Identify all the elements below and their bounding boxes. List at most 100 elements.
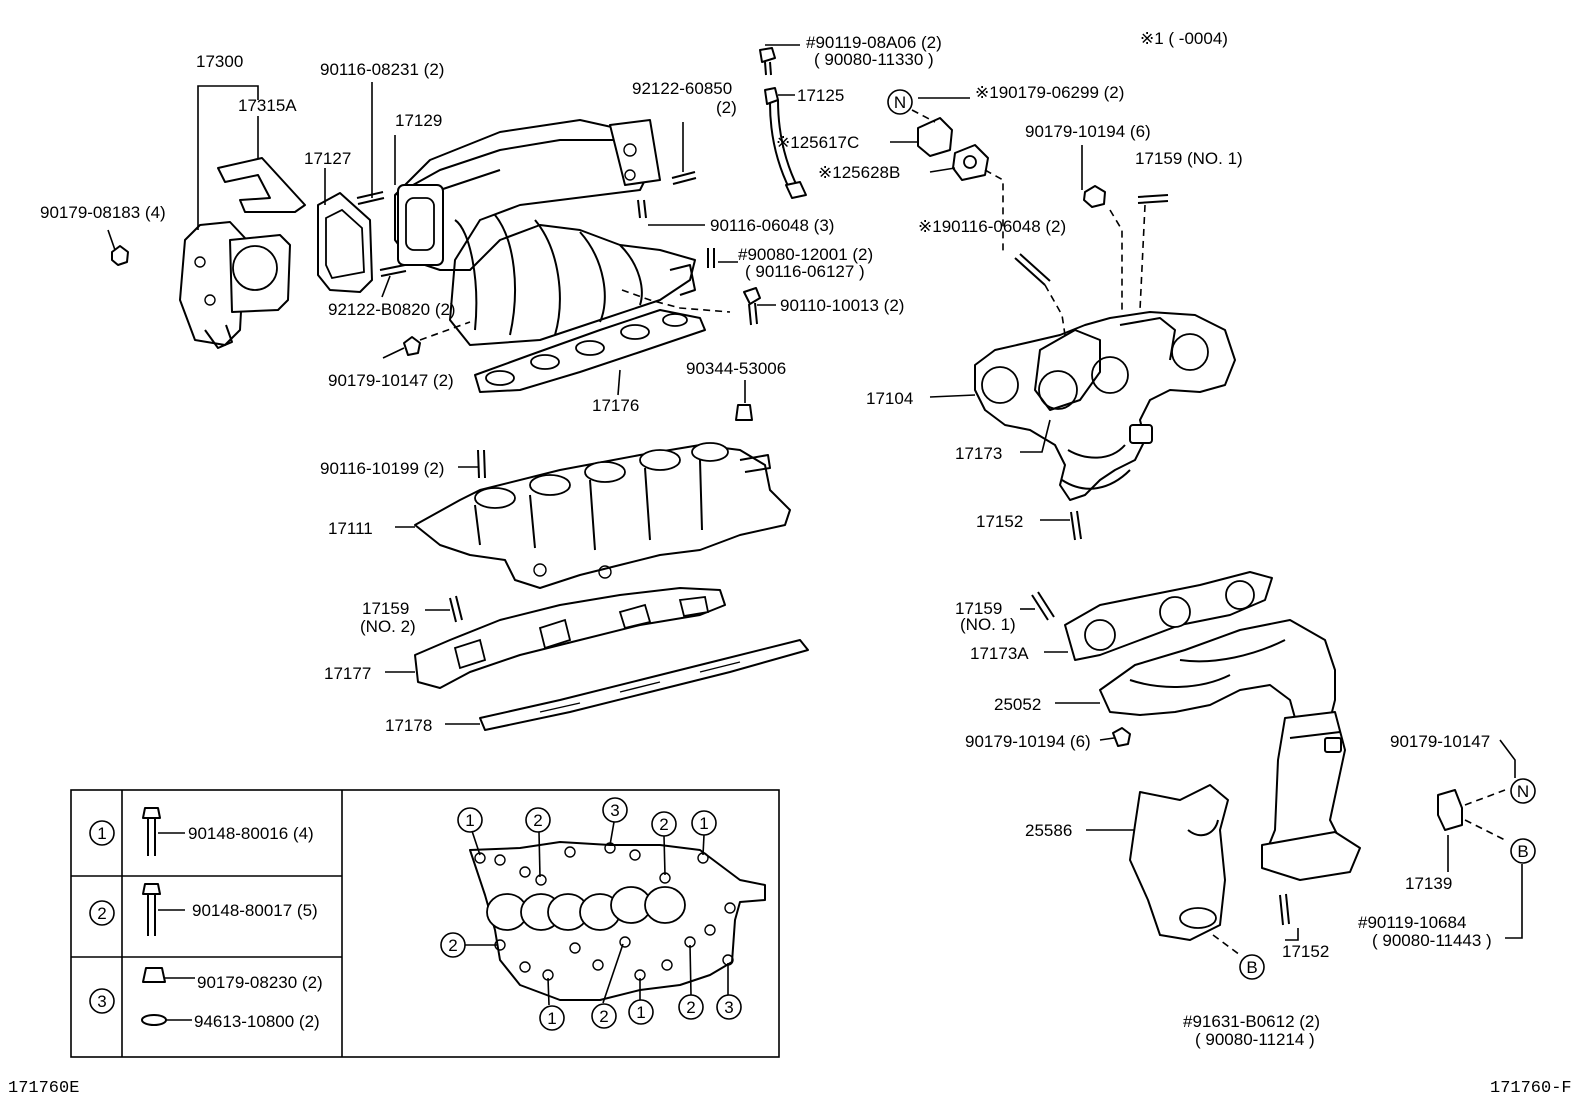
label-17152-b: 17152 [1282,942,1329,961]
gasket-125617c [917,117,953,157]
stud-17159-no1-b [1031,591,1055,621]
stud-17159-no1-top [1137,194,1169,204]
bolt-callout-3b: 3 [724,998,733,1017]
bolt-callout-2a: 2 [533,811,542,830]
stud-17152-top [1070,510,1082,541]
stud-90116-08231 [356,191,385,205]
label-17111: 17111 [328,519,373,538]
throttle-body-17300 [179,221,291,349]
bolt-90080-12001 [707,248,715,268]
gasket-17173a [1064,571,1273,661]
fastener-legend-table: 1 90148-80016 (4) 2 90148-80017 (5) 3 90… [70,789,780,1058]
bolt-callout-3a: 3 [610,801,619,820]
label-17159-no2: 17159 [362,599,409,618]
ref-b-right: B [1517,842,1528,861]
label-90080-11214: ( 90080-11214 ) [1195,1030,1315,1049]
egr-pipe-17125 [764,87,807,199]
bolt-callout-1c: 1 [547,1009,556,1028]
figure-code-left: 171760E [8,1079,79,1098]
stud-17159-no2 [449,595,463,623]
heat-insulator-25586 [1129,784,1229,941]
gasket-17176 [474,309,706,393]
bolt-90119-08a06 [759,47,776,76]
stud-92122-60850 [671,171,697,185]
legend-key-3: 3 [97,992,106,1011]
legend-key-1: 1 [97,824,106,843]
label-17176: 17176 [592,396,639,415]
label-17300: 17300 [196,52,243,71]
label-17173a: 17173A [970,644,1029,663]
figure-code-right: 171760-F [1490,1079,1572,1098]
label-17129: 17129 [395,111,442,130]
label-17159-no1-top: 17159 (NO. 1) [1135,149,1243,168]
label-125617c: ※125617C [776,133,859,152]
reference-markers: N N B B [887,89,1536,980]
gasket-17315a [217,157,306,213]
stud-90116-10199 [477,449,486,479]
intake-lower-17111 [414,442,791,589]
part-labels: 17300 17315A 90116-08231 (2) 17129 17127… [40,29,1492,1049]
label-17159-no1-b-sub: (NO. 1) [960,615,1016,634]
label-92122-60850-qty: (2) [716,98,737,117]
bolt-callout-2b: 2 [659,815,668,834]
leader-lines [107,44,1523,941]
bolt-callout-2c: 2 [448,936,457,955]
label-17178: 17178 [385,716,432,735]
label-25052: 25052 [994,695,1041,714]
bolt-callout-1d: 1 [636,1003,645,1022]
label-90179-10147-2: 90179-10147 (2) [328,371,454,390]
label-17125: 17125 [797,86,844,105]
stud-17152-b [1279,893,1290,926]
label-90116-08231: 90116-08231 (2) [320,60,444,79]
legend-part-2: 90148-80017 (5) [192,901,318,920]
stud-92122-b0820 [379,264,407,277]
label-17152-top: 17152 [976,512,1023,531]
gasket-17178 [479,639,809,731]
label-90179-06299: ※190179-06299 (2) [975,83,1124,102]
label-125628b: ※125628B [818,163,900,182]
label-17127: 17127 [304,149,351,168]
nut-90179-08183 [111,245,129,266]
legend-key-2: 2 [97,904,106,923]
label-17159-no2-sub: (NO. 2) [360,617,416,636]
label-90116-10199: 90116-10199 (2) [320,459,444,478]
label-90110-10013: 90110-10013 (2) [780,296,904,315]
intake-plenum-17129 [394,119,696,346]
label-90080-11443: ( 90080-11443 ) [1372,931,1492,950]
label-90116-06127: ( 90116-06127 ) [745,262,865,281]
ref-n-right: N [1517,782,1529,801]
label-90179-10194-top: 90179-10194 (6) [1025,122,1151,141]
ref-n-top: N [894,93,906,112]
nut-90179-10194-top [1083,185,1106,208]
label-note-1: ※1 ( -0004) [1140,29,1228,48]
nut-90179-10194-b [1112,727,1131,747]
bolt-callout-1b: 1 [699,814,708,833]
label-90119-10684: #90119-10684 [1358,913,1466,932]
label-90116-06048: 90116-06048 (3) [710,216,834,235]
bolt-callout-2d: 2 [599,1007,608,1026]
stud-190116-06048 [1014,253,1051,286]
bracket-17139 [1437,789,1463,831]
label-25586: 25586 [1025,821,1072,840]
gasket-17177 [414,587,726,689]
legend-part-1: 90148-80016 (4) [188,824,314,843]
label-17159-no1-b: 17159 [955,599,1002,618]
label-90119-08a06: #90119-08A06 (2) [806,33,942,52]
nut-90179-10147-plenum [403,336,421,356]
label-90344-53006: 90344-53006 [686,359,786,378]
bolt-callout-1a: 1 [465,811,474,830]
bolt-90110-10013 [743,287,761,326]
plug-90344-53006 [735,404,753,421]
label-17173: 17173 [955,444,1002,463]
ref-b-bottom: B [1246,958,1257,977]
label-17177: 17177 [324,664,371,683]
label-17315a: 17315A [238,96,297,115]
label-190116-06048: ※190116-06048 (2) [918,217,1066,236]
label-17104: 17104 [866,389,913,408]
label-90179-08183: 90179-08183 (4) [40,203,166,222]
label-17139: 17139 [1405,874,1452,893]
dashed-connectors [419,109,1506,956]
legend-part-3a: 90179-08230 (2) [197,973,323,992]
label-92122-60850: 92122-60850 [632,79,732,98]
label-92122-b0820: 92122-B0820 (2) [328,300,456,319]
